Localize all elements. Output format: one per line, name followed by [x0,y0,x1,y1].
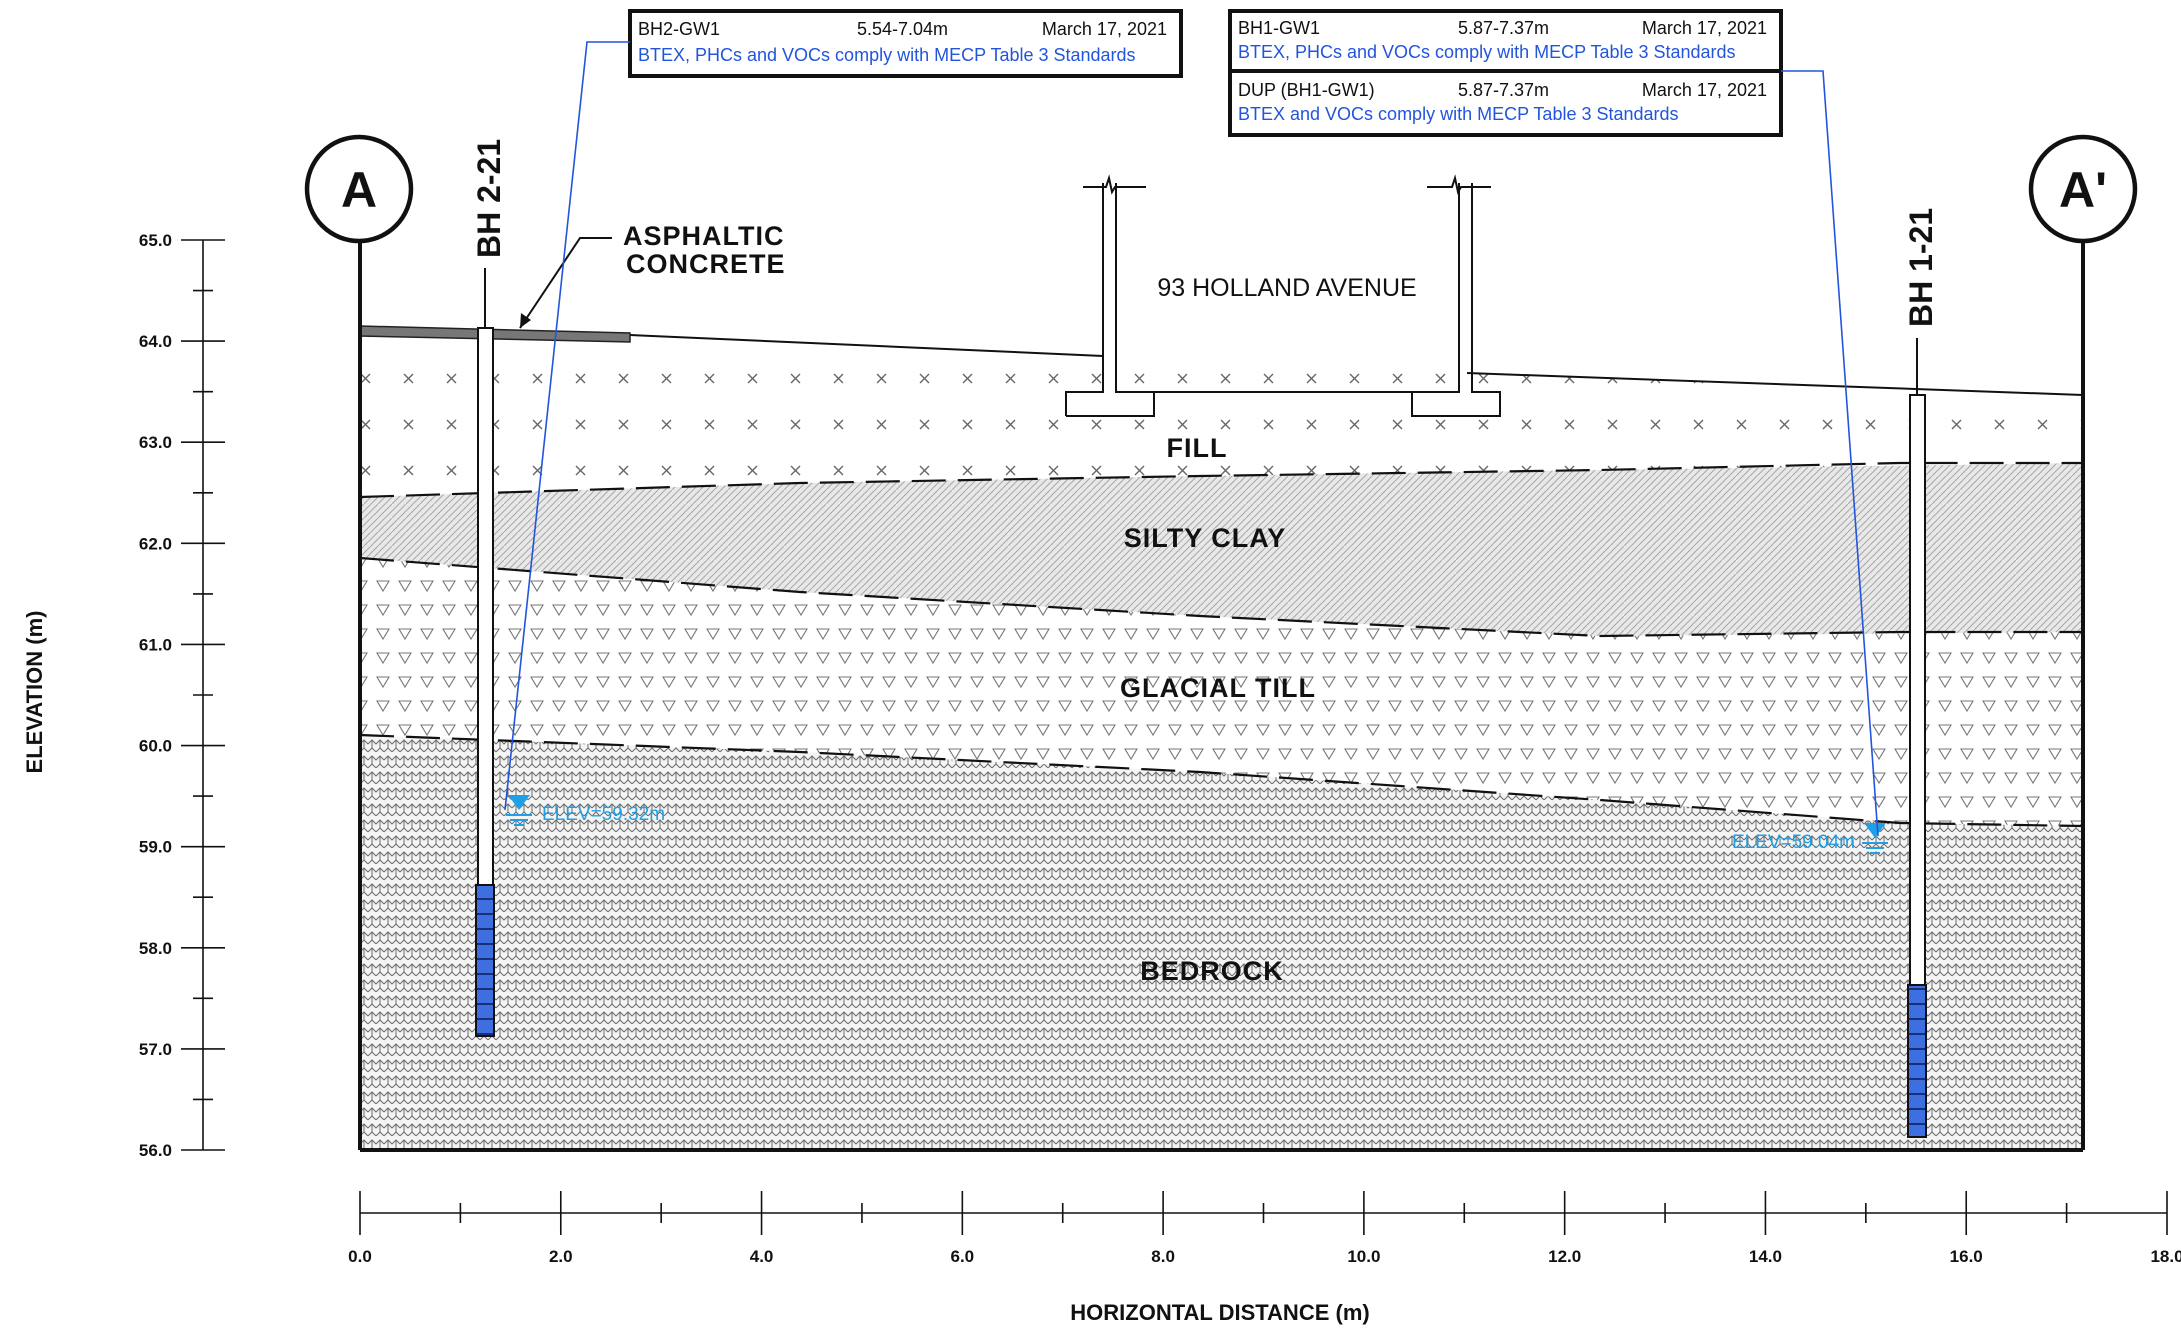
leader-line-bh2 [504,41,630,811]
distance-axis: 0.0 2.0 4.0 6.0 8.0 10.0 12.0 14.0 16.0 18.0 [348,1191,2181,1266]
glacial-till-label: GLACIAL TILL [1120,673,1316,703]
x-tick-label: 14.0 [1749,1247,1782,1266]
x-tick-label: 12.0 [1548,1247,1581,1266]
x-tick-label: 2.0 [549,1247,573,1266]
result-box-bh2: BH2-GW1 5.54-7.04m March 17, 2021 BTEX, … [628,9,1183,78]
bh2-sample: BH2-GW1 [638,19,720,39]
bh2-note: BTEX, PHCs and VOCs comply with MECP Tab… [638,45,1136,65]
silty-clay-label: SILTY CLAY [1124,523,1287,553]
leader-line-bh1 [1781,70,1879,837]
layer-labels: FILL SILTY CLAY GLACIAL TILL BEDROCK ASP… [519,221,1316,986]
y-tick-label: 64.0 [139,332,172,351]
water-level-icon [508,795,530,810]
bh1-depth: 5.87-7.37m [1458,18,1549,38]
building: 93 HOLLAND AVENUE [1065,174,1501,417]
asphalt-label-line1: ASPHALTIC [623,221,785,251]
x-tick-label: 8.0 [1151,1247,1175,1266]
y-tick-label: 59.0 [139,838,172,857]
bh1-date: March 17, 2021 [1642,18,1767,38]
till-bedrock-contact [359,733,2084,828]
borehole-bh2-label: BH 2-21 [471,139,507,258]
y-tick-label: 58.0 [139,939,172,958]
clay-till-contact [359,556,2083,638]
building-label: 93 HOLLAND AVENUE [1157,274,1416,302]
water-level-icon [1864,823,1886,838]
asphalt-label-line2: CONCRETE [626,249,786,279]
dup-note: BTEX and VOCs comply with MECP Table 3 S… [1238,104,1679,124]
dup-depth: 5.87-7.37m [1458,80,1549,100]
bedrock-label: BEDROCK [1140,956,1284,986]
strata [359,325,2084,1150]
x-tick-label: 10.0 [1347,1247,1380,1266]
bh1-sample: BH1-GW1 [1238,18,1320,38]
section-marker-a-prime [2028,134,2138,244]
y-tick-label: 61.0 [139,635,172,654]
silty-clay-layer [360,463,2083,636]
dup-sample: DUP (BH1-GW1) [1238,80,1375,100]
water-level-bh2-label: ELEV=59.32m [542,804,665,825]
borehole-bh1-21: BH 1-21 [1903,208,1939,1138]
section-marker-a-label: A [341,162,377,218]
y-tick-label: 65.0 [139,231,172,250]
y-tick-label: 56.0 [139,1141,172,1160]
bedrock-layer [360,735,2083,1150]
x-tick-label: 0.0 [348,1247,372,1266]
y-axis-title: ELEVATION (m) [22,611,47,774]
section-marker-a-prime-label: A' [2059,162,2107,218]
asphalt-leader [519,237,612,329]
glacial-till-layer [360,558,2083,826]
well-screen-bh1 [1907,984,1927,1138]
water-level-bh2: ELEV=59.32m [506,795,665,826]
x-tick-label: 4.0 [750,1247,774,1266]
section-frame: A A' [304,134,2138,1152]
section-marker-a [304,134,414,244]
elevation-axis: 65.0 64.0 63.0 62.0 61.0 60.0 59.0 58.0 57.0 56.0 [139,231,225,1160]
well-screen-bh2 [475,884,495,1037]
y-tick-label: 57.0 [139,1040,172,1059]
borehole-bh1-label: BH 1-21 [1903,208,1939,327]
water-level-bh1-label: ELEV=59.04m [1732,832,1855,853]
y-tick-label: 63.0 [139,433,172,452]
borehole-bh2-21: BH 2-21 [471,139,507,1037]
ground-surface-line-east [1466,372,2084,396]
dup-date: March 17, 2021 [1642,80,1767,100]
x-axis-title: HORIZONTAL DISTANCE (m) [1070,1300,1369,1325]
x-tick-label: 6.0 [951,1247,975,1266]
y-tick-label: 60.0 [139,737,172,756]
fill-clay-contact [359,461,2083,499]
bh2-depth: 5.54-7.04m [857,19,948,39]
fill-label: FILL [1167,433,1228,463]
result-box-bh1: BH1-GW1 5.87-7.37m March 17, 2021 BTEX, … [1228,9,1783,137]
bh1-note: BTEX, PHCs and VOCs comply with MECP Tab… [1238,42,1736,62]
water-level-bh1: ELEV=59.04m [1732,823,1888,854]
y-tick-label: 62.0 [139,534,172,553]
bh2-date: March 17, 2021 [1042,19,1167,39]
x-tick-label: 16.0 [1950,1247,1983,1266]
x-tick-label: 18.0 [2150,1247,2181,1266]
